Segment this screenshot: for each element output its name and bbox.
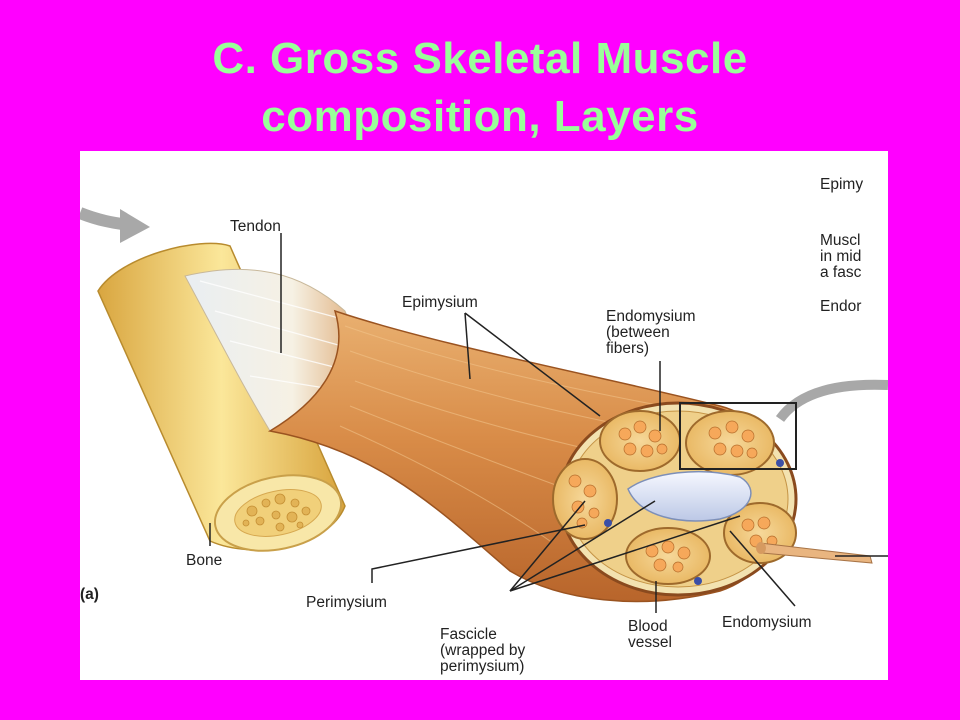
bone-illustration xyxy=(97,242,346,552)
muscle-anatomy-figure: Tendon Epimysium Endomysium (between fib… xyxy=(80,151,888,680)
label-bone: Bone xyxy=(186,552,222,569)
side-label-endor: Endor xyxy=(820,298,861,315)
label-endomysium-between-2: (between xyxy=(606,324,670,341)
label-fascicle-3: perimysium) xyxy=(440,658,524,675)
muscle-cross-section xyxy=(552,401,798,597)
label-epimysium: Epimysium xyxy=(402,294,478,311)
label-endomysium-between-3: fibers) xyxy=(606,340,649,357)
side-label-muscl-3: a fasc xyxy=(820,264,862,281)
callout-arrow-icon xyxy=(775,379,888,423)
label-perimysium: Perimysium xyxy=(306,594,387,611)
panel-label: (a) xyxy=(80,586,99,603)
slide-title: C. Gross Skeletal Muscle composition, La… xyxy=(0,30,960,146)
label-fascicle-1: Fascicle xyxy=(440,626,497,643)
label-endomysium: Endomysium xyxy=(722,614,812,631)
slide-title-line-2: composition, Layers xyxy=(261,92,699,141)
label-blood-1: Blood xyxy=(628,618,668,635)
vessel-illustration xyxy=(627,470,752,522)
muscle-diagram: Tendon Epimysium Endomysium (between fib… xyxy=(80,176,888,675)
slide-title-line-1: C. Gross Skeletal Muscle xyxy=(212,34,748,83)
label-blood-2: vessel xyxy=(628,634,672,651)
side-label-muscl-1: Muscl xyxy=(820,232,860,249)
label-tendon: Tendon xyxy=(230,218,281,235)
arrow-head-icon xyxy=(120,209,150,243)
label-fascicle-2: (wrapped by xyxy=(440,642,526,659)
side-label-muscl-2: in mid xyxy=(820,248,861,265)
label-endomysium-between-1: Endomysium xyxy=(606,308,696,325)
magnified-inset-frame xyxy=(679,402,797,470)
side-label-epimy: Epimy xyxy=(820,176,863,193)
